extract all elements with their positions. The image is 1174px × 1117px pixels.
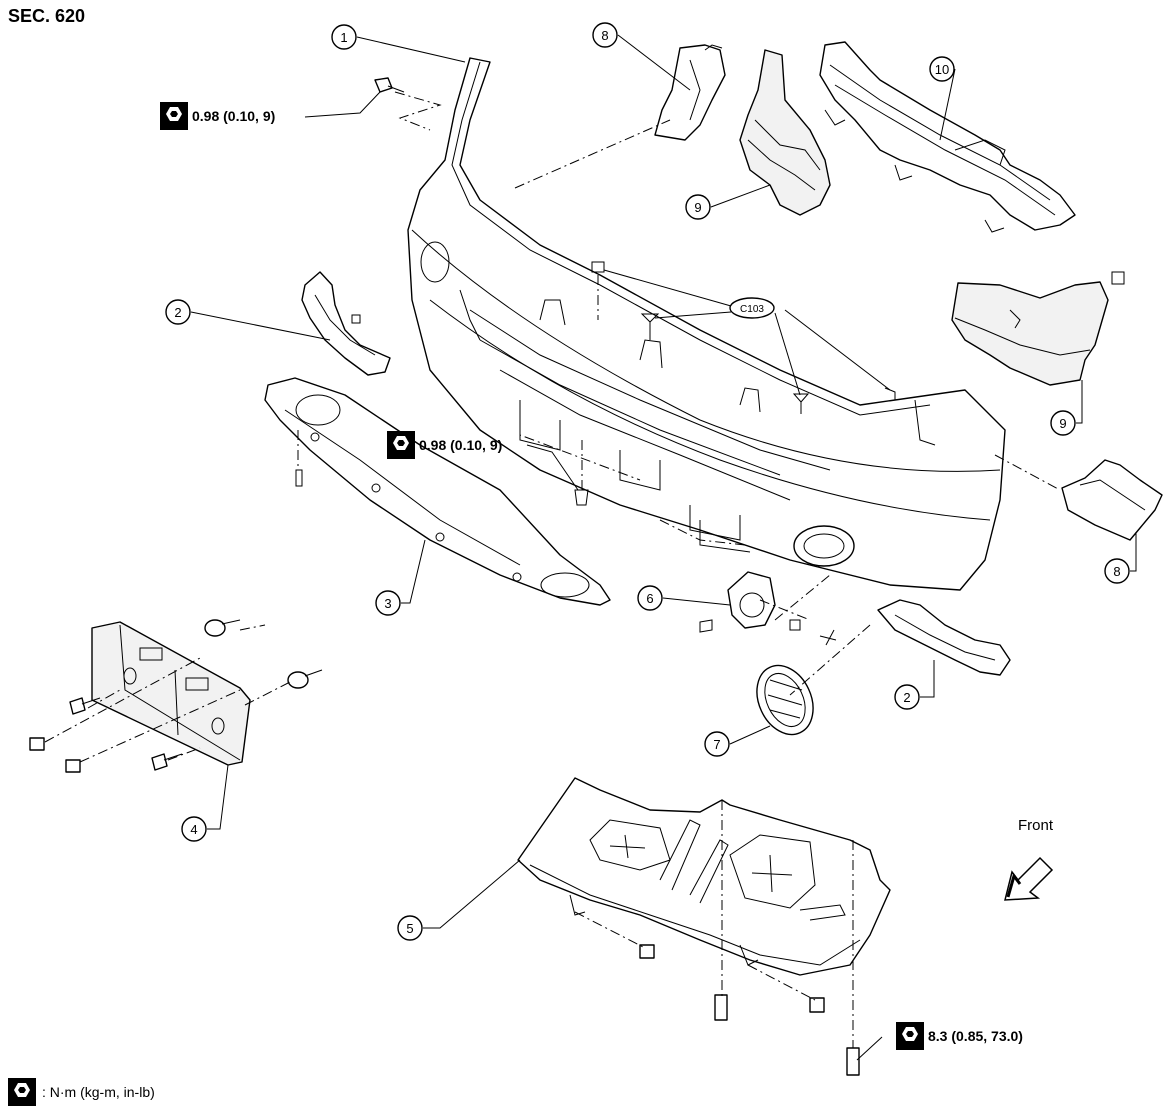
torque-value-bottom-right: 8.3 (0.85, 73.0) [928,1028,1023,1044]
part-5-undercover [517,777,891,976]
torque-spec-top-left: 0.98 (0.10, 9) [160,102,275,130]
torque-wrench-icon [896,1022,924,1050]
torque-value-center: 0.98 (0.10, 9) [419,437,503,453]
torque-legend: : N·m (kg-m, in-lb) [8,1078,155,1106]
svg-text:3: 3 [384,596,391,611]
svg-text:2: 2 [174,305,181,320]
part-10-reinforcement [819,41,1076,233]
svg-text:4: 4 [190,822,197,837]
callout-9-upper: 9 [685,194,711,220]
part-9-upper-bracket [739,49,831,216]
front-label: Front [1018,817,1054,834]
torque-wrench-icon [8,1078,36,1106]
legend-text: : N·m (kg-m, in-lb) [42,1084,155,1100]
torque-spec-center: 0.98 (0.10, 9) [387,431,502,459]
svg-text:8: 8 [601,28,608,43]
svg-text:10: 10 [935,62,949,77]
callout-2-left: 2 [165,299,191,325]
callout-8-upper: 8 [592,22,618,48]
svg-text:1: 1 [340,30,347,45]
torque-wrench-icon [387,431,415,459]
svg-text:6: 6 [646,591,653,606]
part-8-right-bracket [1061,459,1163,541]
svg-text:2: 2 [903,690,910,705]
callout-2-right: 2 [894,684,920,710]
callout-c103: C103 [729,297,775,319]
svg-text:7: 7 [713,737,720,752]
part-4-license-plate-bracket [91,621,251,766]
callout-9-right: 9 [1050,410,1076,436]
callout-3: 3 [375,590,401,616]
part-2-right-bracket [877,599,1011,676]
leader-lines [190,34,1137,1061]
assembly-lines [44,91,1061,1048]
part-7-fog-lamp-cover [756,664,814,736]
callouts: 1 8 10 9 2 C103 9 8 6 3 2 7 4 5 [165,22,1130,941]
torque-value-top-left: 0.98 (0.10, 9) [192,108,276,124]
callout-7: 7 [704,731,730,757]
front-direction-arrow-icon [1004,856,1054,901]
callout-8-right: 8 [1104,558,1130,584]
callout-5: 5 [397,915,423,941]
part-3-lower-absorber [264,377,611,606]
callout-6: 6 [637,585,663,611]
svg-text:9: 9 [1059,416,1066,431]
callout-4: 4 [181,816,207,842]
part-8-upper-bracket [654,44,726,141]
part-1-bumper-fascia [407,57,1006,591]
section-title: SEC. 620 [8,6,86,26]
svg-text:8: 8 [1113,564,1120,579]
part-9-right-bracket [951,281,1109,386]
part-6-fog-lamp-bracket [699,571,776,633]
part-2-left-bracket [301,271,391,376]
fasteners [29,77,1125,1076]
torque-spec-bottom-right: 8.3 (0.85, 73.0) [896,1022,1023,1050]
torque-wrench-icon [160,102,188,130]
svg-text:9: 9 [694,200,701,215]
callout-10: 10 [929,56,955,82]
svg-text:5: 5 [406,921,413,936]
callout-1: 1 [331,24,357,50]
svg-text:C103: C103 [740,304,764,315]
